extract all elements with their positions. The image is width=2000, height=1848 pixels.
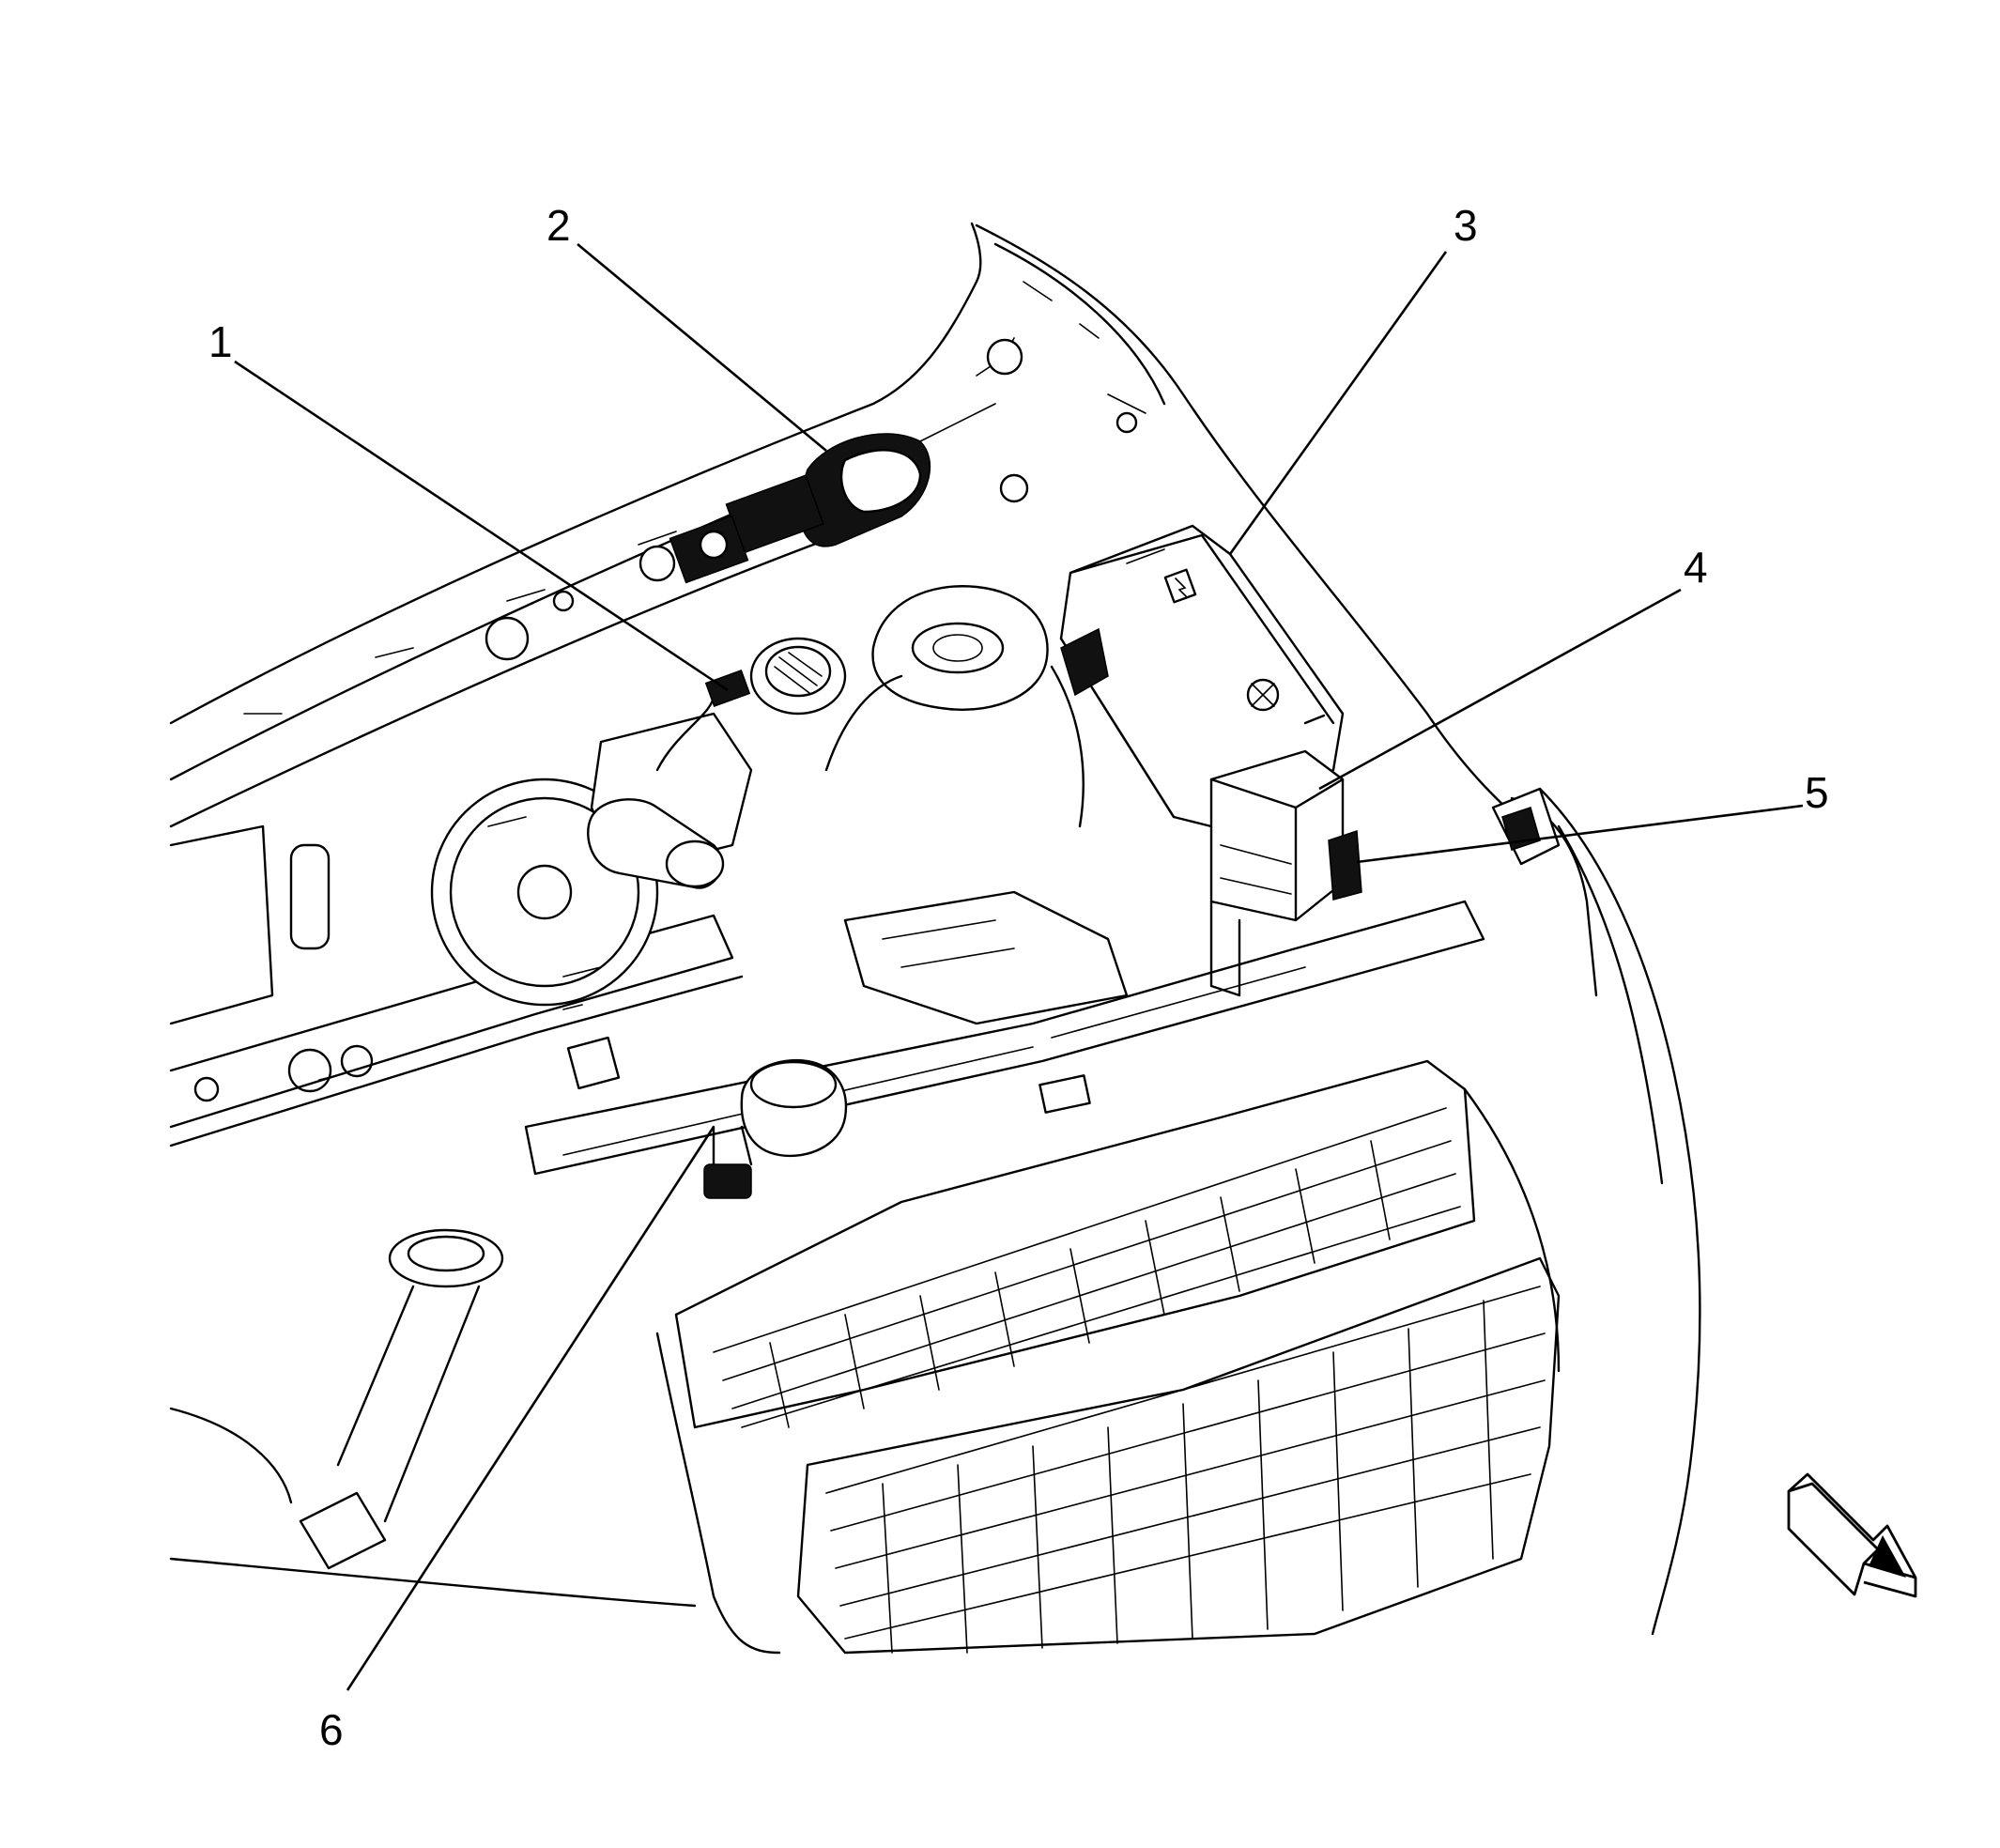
leader-line-2	[577, 242, 827, 453]
leader-line-6	[346, 1126, 715, 1691]
leader-line-3	[1228, 251, 1448, 555]
leader-line-5	[1356, 804, 1804, 864]
callout-5: 5	[1805, 768, 1829, 817]
callout-1: 1	[208, 317, 233, 366]
vehicle-front-structure	[169, 222, 1701, 1655]
callout-3: 3	[1454, 201, 1478, 250]
leader-line-4	[1318, 588, 1682, 791]
lower-grille-mesh	[825, 1286, 1546, 1654]
forward-direction-arrow-icon	[1787, 1472, 1917, 1598]
leader-line-1	[234, 360, 729, 692]
leader-lines	[234, 242, 1804, 1691]
upper-grille-mesh	[713, 1107, 1461, 1428]
callout-6: 6	[319, 1705, 344, 1754]
callout-labels: 1 2 3 4 5 6	[208, 201, 1829, 1754]
callout-4: 4	[1684, 543, 1708, 592]
callout-2: 2	[546, 201, 571, 250]
